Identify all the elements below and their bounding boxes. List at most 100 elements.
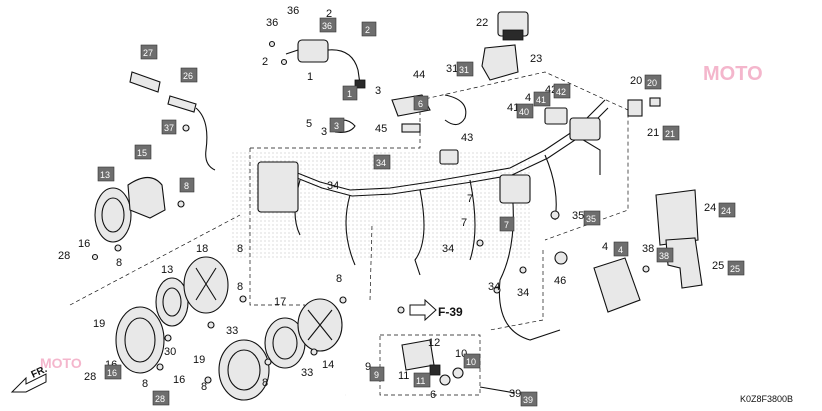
box-2: 2 bbox=[361, 21, 377, 37]
svg-text:11: 11 bbox=[398, 370, 409, 382]
svg-text:36: 36 bbox=[322, 21, 332, 31]
box-11: 11 bbox=[413, 372, 431, 388]
svg-text:20: 20 bbox=[630, 75, 642, 87]
box-3: 3 bbox=[329, 117, 345, 133]
box-16: 16 bbox=[104, 364, 122, 380]
svg-text:24: 24 bbox=[721, 206, 731, 216]
box-4: 4 bbox=[613, 241, 629, 257]
svg-text:33: 33 bbox=[301, 367, 313, 379]
svg-text:42: 42 bbox=[556, 87, 566, 97]
svg-text:9: 9 bbox=[374, 370, 379, 380]
svg-text:5: 5 bbox=[306, 118, 312, 130]
svg-text:1: 1 bbox=[307, 71, 313, 83]
svg-text:14: 14 bbox=[322, 359, 334, 371]
svg-text:25: 25 bbox=[730, 264, 740, 274]
svg-text:8: 8 bbox=[237, 281, 243, 293]
horn-19-left bbox=[115, 306, 165, 374]
svg-text:41: 41 bbox=[507, 102, 519, 114]
box-6: 6 bbox=[413, 95, 429, 111]
svg-text:19: 19 bbox=[93, 318, 105, 330]
svg-text:2: 2 bbox=[326, 8, 332, 20]
svg-text:43: 43 bbox=[461, 132, 473, 144]
box-31: 31 bbox=[456, 61, 474, 77]
svg-text:16: 16 bbox=[78, 238, 90, 250]
svg-text:19: 19 bbox=[193, 354, 205, 366]
box-7: 7 bbox=[499, 216, 515, 232]
svg-text:39: 39 bbox=[509, 388, 521, 400]
box-42: 42 bbox=[553, 83, 571, 99]
svg-text:46: 46 bbox=[554, 275, 566, 287]
module-4 bbox=[593, 257, 641, 313]
svg-text:8: 8 bbox=[142, 378, 148, 390]
svg-text:34: 34 bbox=[376, 158, 386, 168]
svg-text:13: 13 bbox=[100, 170, 110, 180]
svg-text:4: 4 bbox=[602, 241, 608, 253]
svg-text:39: 39 bbox=[523, 395, 533, 405]
box-13: 13 bbox=[97, 166, 115, 182]
horn-19-bottom bbox=[218, 339, 270, 401]
svg-text:F-39: F-39 bbox=[438, 305, 463, 319]
horn-bracket-18 bbox=[183, 256, 229, 314]
svg-text:16: 16 bbox=[107, 368, 117, 378]
box-15: 15 bbox=[134, 144, 152, 160]
svg-text:4: 4 bbox=[525, 92, 531, 104]
box-26: 26 bbox=[180, 67, 198, 83]
svg-text:6: 6 bbox=[418, 99, 423, 109]
connector-27 bbox=[129, 71, 161, 93]
svg-text:33: 33 bbox=[226, 325, 238, 337]
svg-text:7: 7 bbox=[504, 220, 509, 230]
svg-text:12: 12 bbox=[428, 337, 440, 349]
svg-text:2: 2 bbox=[262, 56, 268, 68]
svg-text:MOTO: MOTO bbox=[40, 355, 82, 371]
starter-relay bbox=[401, 339, 516, 394]
ref-arrow-f39: F-39 bbox=[409, 298, 463, 322]
svg-text:31: 31 bbox=[446, 63, 458, 75]
svg-text:7: 7 bbox=[461, 217, 467, 229]
band-31 bbox=[444, 94, 467, 126]
svg-text:8: 8 bbox=[116, 257, 122, 269]
svg-text:38: 38 bbox=[659, 251, 669, 261]
svg-text:13: 13 bbox=[161, 264, 173, 276]
box-36: 36 bbox=[319, 17, 337, 33]
svg-text:28: 28 bbox=[58, 250, 70, 262]
watermark-bottom: MOTO bbox=[40, 355, 82, 371]
svg-text:34: 34 bbox=[327, 180, 339, 192]
svg-text:17: 17 bbox=[274, 296, 286, 308]
svg-text:6: 6 bbox=[430, 389, 436, 401]
svg-text:35: 35 bbox=[586, 214, 596, 224]
ecu-24 bbox=[655, 189, 699, 246]
svg-text:28: 28 bbox=[84, 371, 96, 383]
box-35: 35 bbox=[583, 210, 601, 226]
callout-numbers: 36 36 2 2 1 3 3 22 23 44 31 5 45 20 21 4… bbox=[58, 5, 724, 401]
svg-text:22: 22 bbox=[476, 17, 488, 29]
svg-text:26: 26 bbox=[183, 71, 193, 81]
svg-text:7: 7 bbox=[467, 193, 473, 205]
relay-holder-23 bbox=[481, 44, 519, 81]
module-20 bbox=[627, 99, 643, 117]
ignition-coil bbox=[285, 39, 366, 89]
svg-text:16: 16 bbox=[173, 374, 185, 386]
svg-text:24: 24 bbox=[704, 202, 716, 214]
svg-text:21: 21 bbox=[665, 129, 675, 139]
svg-text:8: 8 bbox=[336, 273, 342, 285]
svg-text:34: 34 bbox=[517, 287, 529, 299]
horn-bracket-14 bbox=[297, 298, 343, 352]
svg-text:36: 36 bbox=[287, 5, 299, 17]
svg-text:18: 18 bbox=[196, 243, 208, 255]
horn-13-top bbox=[94, 187, 132, 243]
box-40: 40 bbox=[516, 103, 534, 119]
svg-text:1: 1 bbox=[347, 89, 352, 99]
svg-text:36: 36 bbox=[266, 17, 278, 29]
bracket-25 bbox=[665, 237, 703, 289]
module-21 bbox=[649, 97, 661, 107]
svg-text:35: 35 bbox=[572, 210, 584, 222]
box-21: 21 bbox=[662, 125, 680, 141]
svg-text:MOTO: MOTO bbox=[703, 63, 763, 85]
relay-22 bbox=[497, 11, 529, 41]
svg-text:8: 8 bbox=[262, 377, 268, 389]
svg-text:10: 10 bbox=[466, 357, 476, 367]
horn-bracket-15 bbox=[127, 176, 166, 219]
horn-13-mid bbox=[155, 277, 189, 327]
svg-text:38: 38 bbox=[642, 243, 654, 255]
svg-text:8: 8 bbox=[237, 243, 243, 255]
